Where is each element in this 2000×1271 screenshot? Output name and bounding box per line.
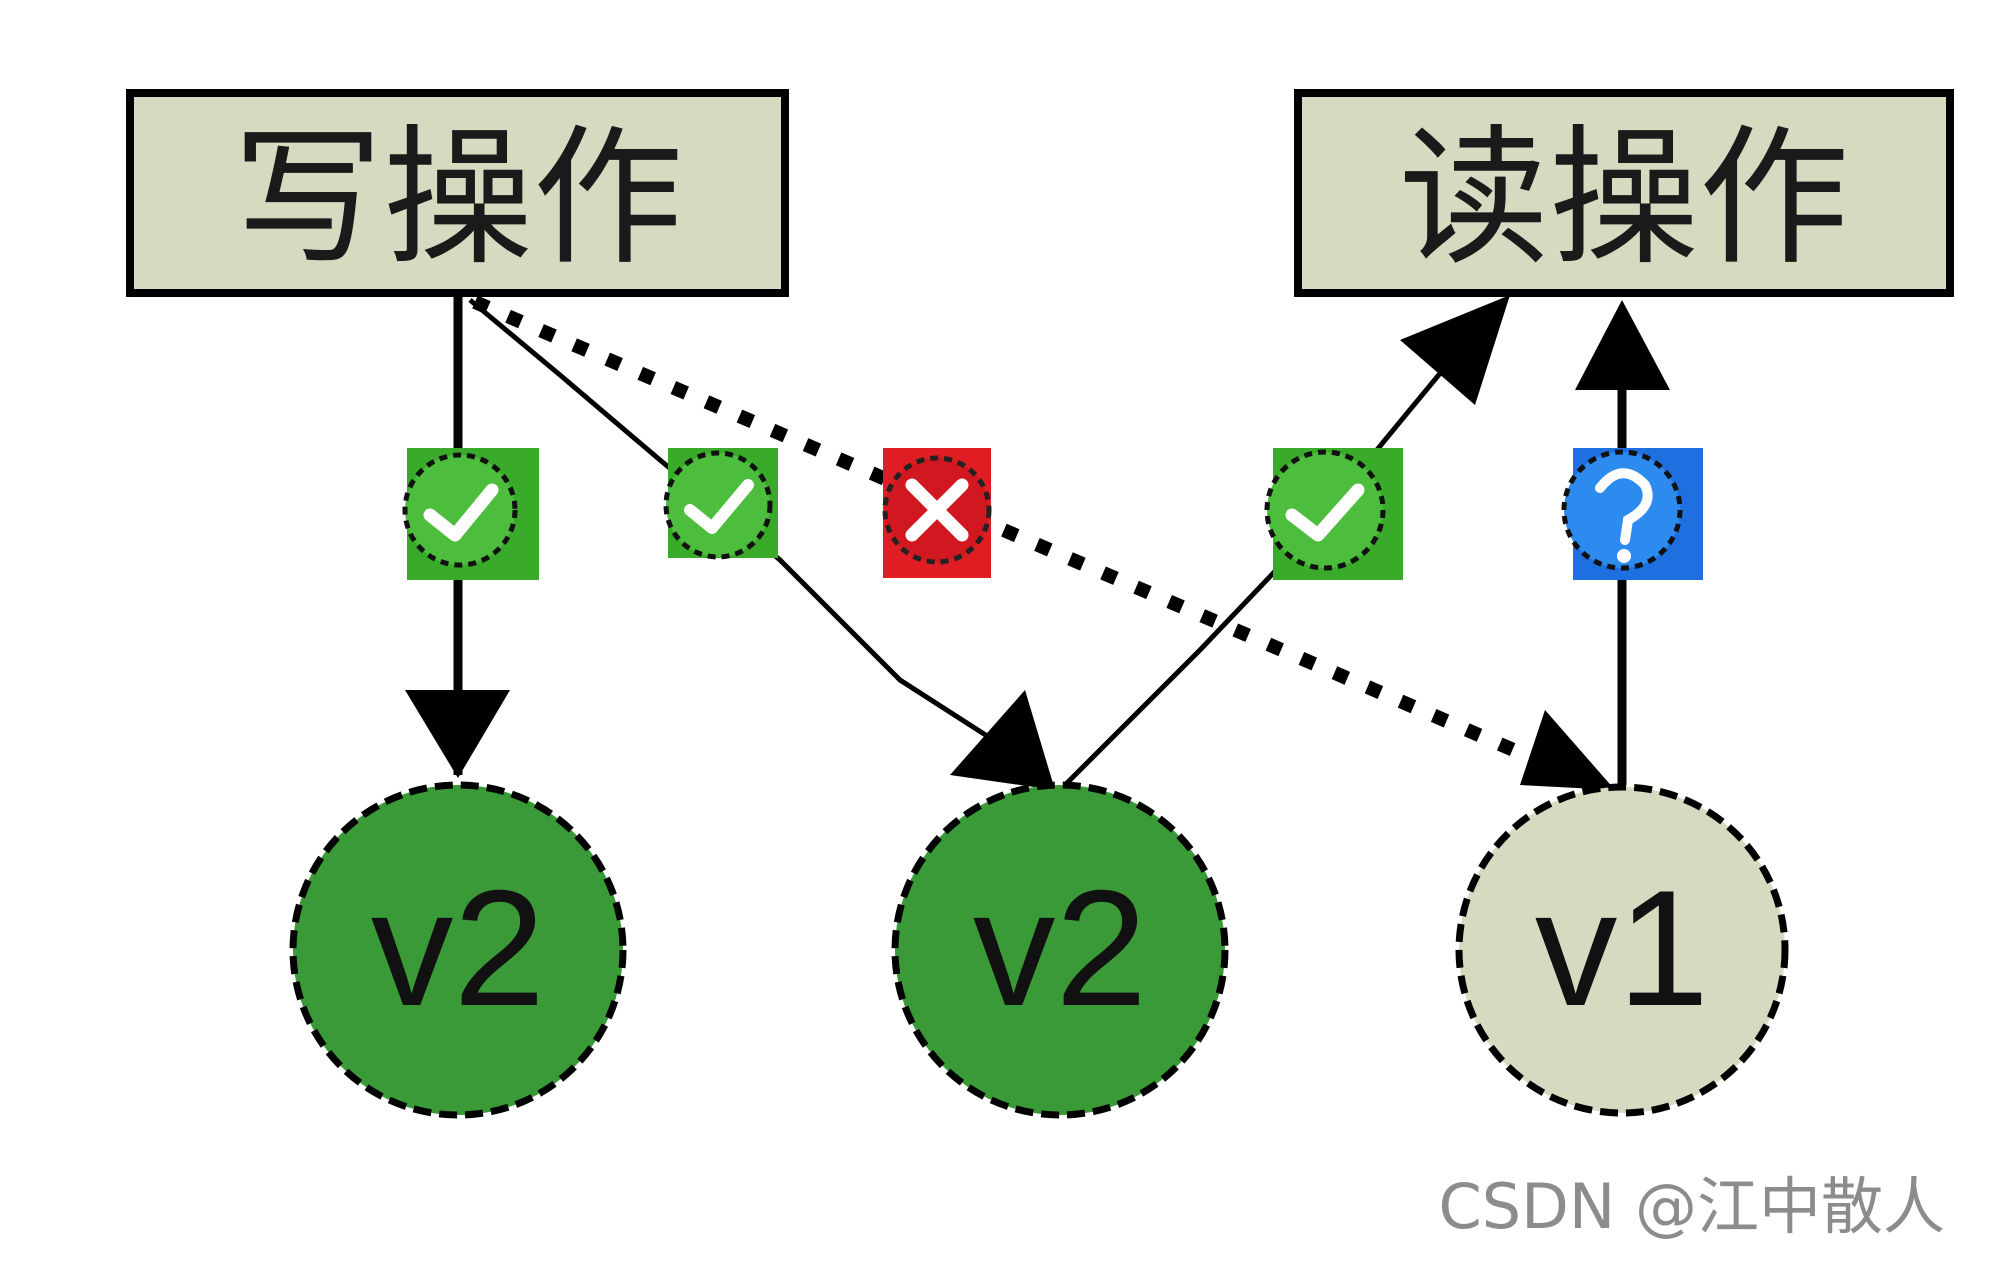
question-icon <box>1595 468 1653 563</box>
check-icon <box>1285 483 1365 542</box>
read-operation-label: 读操作 <box>1399 112 1849 286</box>
write-operation-box: 写操作 <box>126 89 789 297</box>
read-operation-box: 读操作 <box>1294 89 1954 297</box>
edge-write-to-replica-3 <box>472 295 1615 790</box>
status-badge-failure <box>882 448 992 578</box>
write-operation-label: 写操作 <box>233 112 683 286</box>
check-icon <box>684 479 754 534</box>
replica-node-1: v2 <box>289 781 627 1119</box>
watermark: CSDN @江中散人 <box>1439 1170 1945 1243</box>
replica-node-1-label: v2 <box>371 856 545 1040</box>
replica-node-2-label: v2 <box>973 856 1147 1040</box>
status-badge-unknown <box>1561 448 1703 580</box>
status-badge-success-1 <box>402 448 539 580</box>
x-icon <box>905 478 969 542</box>
replica-node-2: v2 <box>891 781 1229 1119</box>
replica-node-3-label: v1 <box>1535 856 1709 1040</box>
status-badge-success-3 <box>1264 448 1403 580</box>
status-badge-success-2 <box>663 448 778 560</box>
check-icon <box>423 483 499 542</box>
replica-node-3: v1 <box>1455 783 1789 1117</box>
